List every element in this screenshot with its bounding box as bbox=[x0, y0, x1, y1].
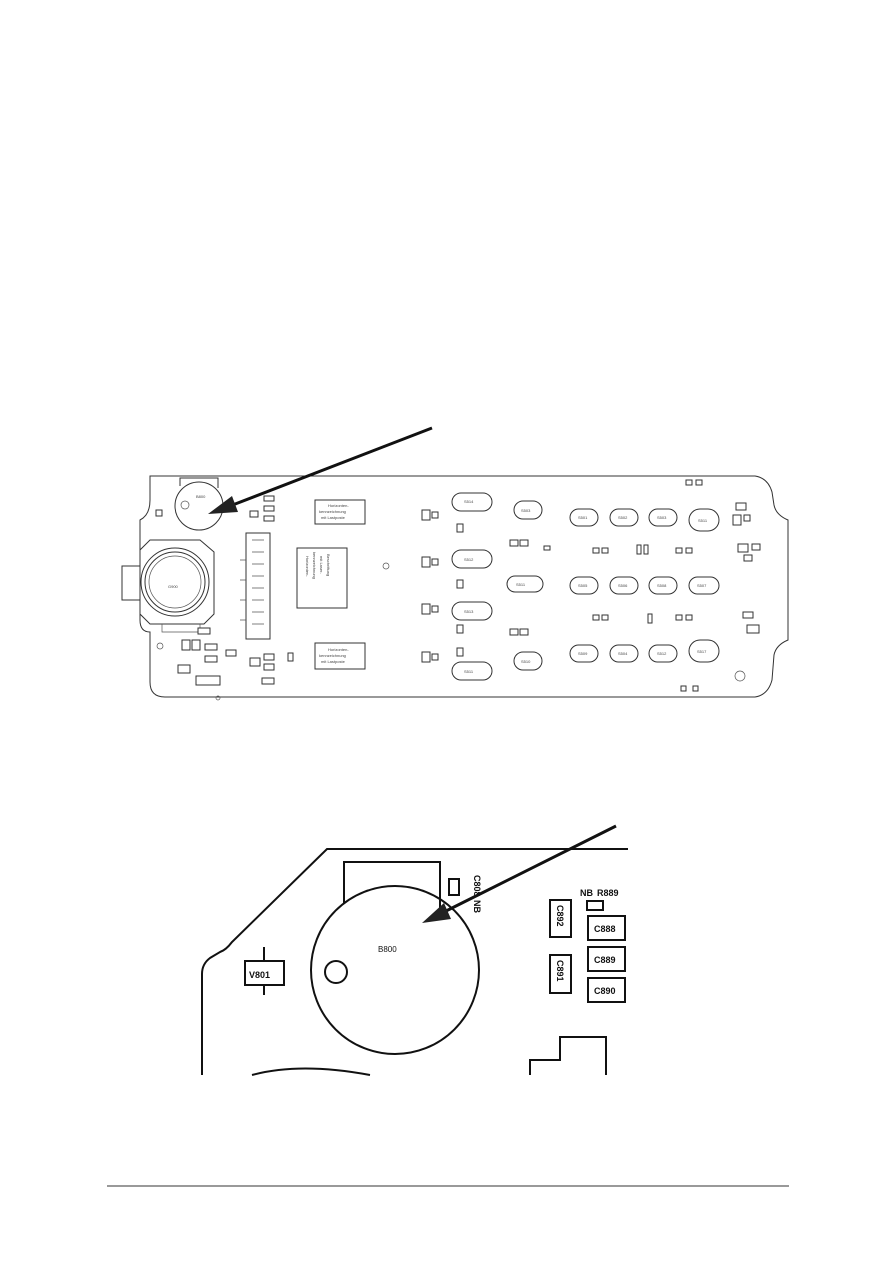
speaker-label-overview: B800 bbox=[196, 494, 206, 499]
svg-text:C888: C888 bbox=[594, 924, 616, 934]
top-smd-cluster bbox=[155, 495, 275, 635]
svg-text:mit Laser-: mit Laser- bbox=[319, 556, 324, 574]
svg-text:C890: C890 bbox=[594, 986, 616, 996]
svg-text:kennzeichnung: kennzeichnung bbox=[319, 509, 346, 514]
svg-text:S505: S505 bbox=[578, 583, 588, 588]
svg-text:S507: S507 bbox=[697, 583, 707, 588]
svg-text:S503: S503 bbox=[521, 508, 531, 513]
battery-holder-g900: G900 bbox=[121, 539, 215, 633]
svg-text:S511: S511 bbox=[464, 669, 474, 674]
svg-text:S514: S514 bbox=[464, 499, 474, 504]
speaker-b800-detail: B800 bbox=[310, 861, 480, 1055]
svg-text:S510: S510 bbox=[521, 659, 531, 664]
svg-text:S501: S501 bbox=[578, 515, 588, 520]
svg-text:Beschriftung: Beschriftung bbox=[326, 554, 331, 576]
r889-component: NB R889 bbox=[580, 888, 619, 911]
label-box-2: Horizonten- kennzeichnung mit Laser- Bes… bbox=[296, 547, 348, 609]
svg-text:kennzeichnung: kennzeichnung bbox=[312, 552, 317, 579]
svg-text:S502: S502 bbox=[618, 515, 628, 520]
svg-text:S517: S517 bbox=[697, 649, 707, 654]
svg-text:S508: S508 bbox=[657, 583, 667, 588]
pcb-overview: B800 G900 bbox=[121, 475, 789, 701]
battery-arc-detail bbox=[251, 1067, 371, 1076]
svg-text:S503: S503 bbox=[657, 515, 667, 520]
svg-text:S511: S511 bbox=[516, 582, 526, 587]
v801-component: V801 bbox=[244, 947, 285, 995]
svg-text:S512: S512 bbox=[657, 651, 667, 656]
svg-text:S513: S513 bbox=[464, 609, 474, 614]
svg-text:C889: C889 bbox=[594, 955, 616, 965]
battery-label: G900 bbox=[168, 584, 179, 589]
label-box-1: Horizonten- kennzeichnung mit Lastposte bbox=[314, 499, 366, 525]
detail-board-outline bbox=[201, 848, 628, 1075]
detail-arrow bbox=[422, 824, 617, 923]
button-grid: S501 S502 S503 S511 S505 S506 S508 S507 … bbox=[569, 508, 720, 663]
mounting-mark bbox=[382, 562, 390, 570]
overview-arrow bbox=[208, 426, 433, 514]
c892-component: C892 bbox=[549, 899, 572, 938]
label-box-3: Horizonten- kennzeichnung mit Lastposte bbox=[314, 642, 366, 670]
button-column-2: S503 S511 S510 bbox=[506, 500, 551, 671]
svg-text:S512: S512 bbox=[464, 557, 474, 562]
detail-view: B800 V801 C808 NB NB R889 C892 C891 bbox=[201, 848, 628, 1076]
svg-text:V801: V801 bbox=[249, 970, 270, 980]
speaker-label-detail: B800 bbox=[378, 945, 397, 954]
c808-component: C808 NB bbox=[448, 875, 482, 913]
svg-text:S509: S509 bbox=[578, 651, 588, 656]
svg-text:C892: C892 bbox=[555, 905, 565, 927]
c888-component: C888 bbox=[587, 915, 626, 941]
svg-text:kennzeichnung: kennzeichnung bbox=[319, 653, 346, 658]
svg-text:NB: NB bbox=[580, 888, 593, 898]
transistor-column bbox=[421, 509, 464, 663]
svg-text:R889: R889 bbox=[597, 888, 619, 898]
bottom-left-smd-cluster bbox=[156, 639, 294, 701]
button-column-1: S514 S512 S513 S511 bbox=[451, 492, 493, 681]
c890-component: C890 bbox=[587, 977, 626, 1003]
svg-text:mit Lastposte: mit Lastposte bbox=[321, 515, 346, 520]
grid-smd-parts bbox=[592, 544, 699, 692]
svg-text:C808: C808 bbox=[472, 875, 482, 897]
stepped-connector-outline bbox=[529, 1036, 607, 1075]
right-edge-parts bbox=[685, 479, 761, 682]
pcb-outline bbox=[139, 475, 789, 698]
speaker-b800-overview: B800 bbox=[174, 477, 224, 531]
svg-text:Horizonten-: Horizonten- bbox=[305, 556, 310, 577]
svg-text:Horizonten-: Horizonten- bbox=[328, 503, 349, 508]
c889-component: C889 bbox=[587, 946, 626, 972]
c891-component: C891 bbox=[549, 954, 572, 994]
svg-text:S504: S504 bbox=[618, 651, 628, 656]
svg-text:NB: NB bbox=[472, 900, 482, 913]
svg-text:S506: S506 bbox=[618, 583, 628, 588]
svg-text:mit Lastposte: mit Lastposte bbox=[321, 659, 346, 664]
svg-text:S511: S511 bbox=[698, 518, 708, 523]
svg-text:C891: C891 bbox=[555, 960, 565, 982]
svg-text:Horizonten-: Horizonten- bbox=[328, 647, 349, 652]
connector-strip bbox=[240, 532, 271, 640]
